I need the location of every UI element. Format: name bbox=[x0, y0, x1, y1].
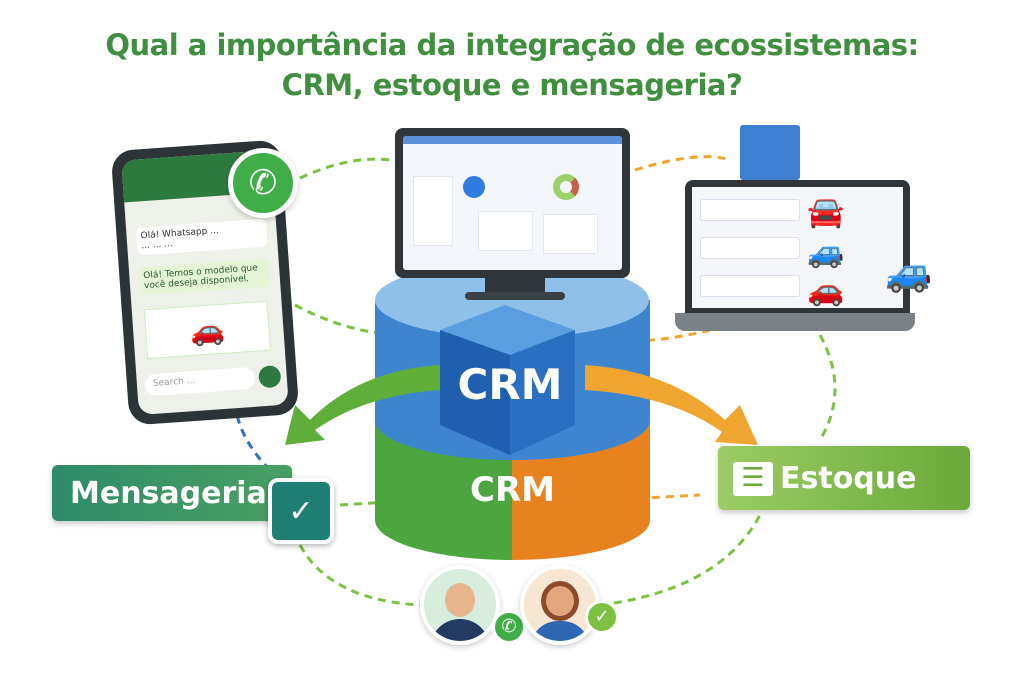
dashed-arrow-monitor-laptop bbox=[634, 155, 731, 172]
chat-check-icon: ✓ bbox=[268, 478, 334, 544]
estoque-banner: Estoque bbox=[718, 446, 970, 510]
whatsapp-icon: ✆ bbox=[228, 148, 298, 218]
dashed-arrow-phone-crm bbox=[294, 303, 431, 338]
title-line-1: Qual a importância da integração de ecos… bbox=[105, 28, 919, 62]
cylinder-crm-label: CRM bbox=[470, 470, 555, 510]
dashed-arrow-phone-monitor bbox=[299, 157, 391, 180]
dashed-arrow-mensageria-phone bbox=[233, 404, 272, 472]
title-line-2: CRM, estoque e mensageria? bbox=[281, 68, 743, 102]
car-icon: 🚙 bbox=[807, 235, 845, 270]
phone-icon: ✆ bbox=[492, 610, 526, 644]
inventory-laptop: 🚘 🚙 🚗 bbox=[685, 180, 910, 315]
car-icon: 🚗 bbox=[807, 273, 845, 308]
check-icon: ✓ bbox=[585, 600, 619, 634]
arrow-crm-estoque bbox=[585, 365, 758, 445]
building-icon bbox=[740, 125, 800, 180]
message-incoming: Olá! Whatsapp ...... ... ... bbox=[136, 218, 268, 256]
avatar-woman bbox=[520, 565, 600, 645]
document-icon: ☰ bbox=[733, 462, 773, 496]
dashed-arrow-estoque-people bbox=[599, 514, 762, 607]
crm-dashboard-monitor bbox=[395, 128, 630, 278]
car-icon: 🚘 bbox=[807, 195, 845, 230]
mensageria-banner: Mensageria bbox=[52, 465, 292, 521]
send-button[interactable] bbox=[257, 364, 282, 389]
pie-chart bbox=[463, 176, 485, 198]
avatar-man bbox=[420, 565, 500, 645]
arrow-crm-mensageria bbox=[285, 365, 440, 445]
car-image: 🚗 bbox=[143, 300, 271, 360]
car-icon: 🚙 bbox=[885, 250, 933, 294]
crm-cube bbox=[440, 305, 575, 455]
line-chart bbox=[543, 214, 598, 254]
dashed-arrow-mensageria-people bbox=[298, 544, 421, 607]
cube-crm-label: CRM bbox=[457, 360, 563, 409]
message-input[interactable]: Search ... bbox=[144, 366, 256, 397]
dashed-arrow-laptop-estoque bbox=[818, 334, 837, 441]
message-reply: Olá! Temos o modelo que você deseja disp… bbox=[138, 258, 271, 296]
donut-chart bbox=[553, 174, 579, 200]
